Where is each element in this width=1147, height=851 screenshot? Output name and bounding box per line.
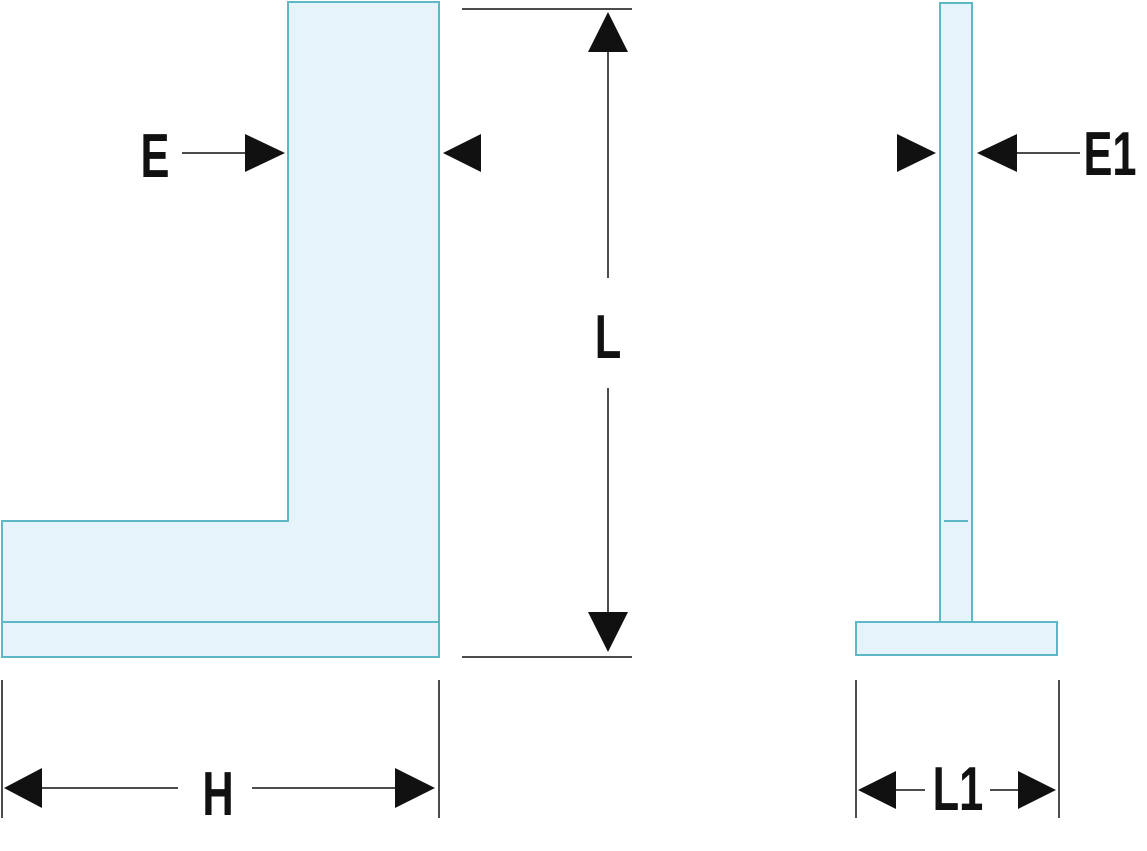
arrow-right-icon [1018, 771, 1056, 809]
arrow-right-icon [395, 768, 435, 808]
arrow-left-icon [858, 771, 896, 809]
dimension-L1 [855, 680, 1060, 818]
square-body [1, 1, 440, 658]
arrow-left-icon [977, 134, 1017, 172]
base-side [855, 621, 1058, 656]
label-L1: L1 [933, 756, 984, 824]
blade-side [939, 2, 973, 623]
arrow-up-icon [588, 12, 628, 52]
label-L: L [595, 304, 622, 372]
arrow-right-icon [897, 134, 936, 172]
dimension-E [182, 134, 481, 172]
dimension-E1 [897, 134, 1080, 172]
label-E: E [141, 123, 170, 191]
arrow-left-icon [443, 134, 481, 172]
label-E1: E1 [1083, 121, 1136, 189]
label-H: H [202, 761, 233, 829]
arrow-down-icon [588, 612, 628, 652]
dimension-L [462, 8, 632, 658]
arrow-left-icon [4, 768, 42, 808]
dimension-H [1, 680, 440, 818]
arrow-right-icon [245, 134, 285, 172]
l-square-front-view [1, 1, 440, 658]
l-square-side-view [855, 2, 1058, 656]
